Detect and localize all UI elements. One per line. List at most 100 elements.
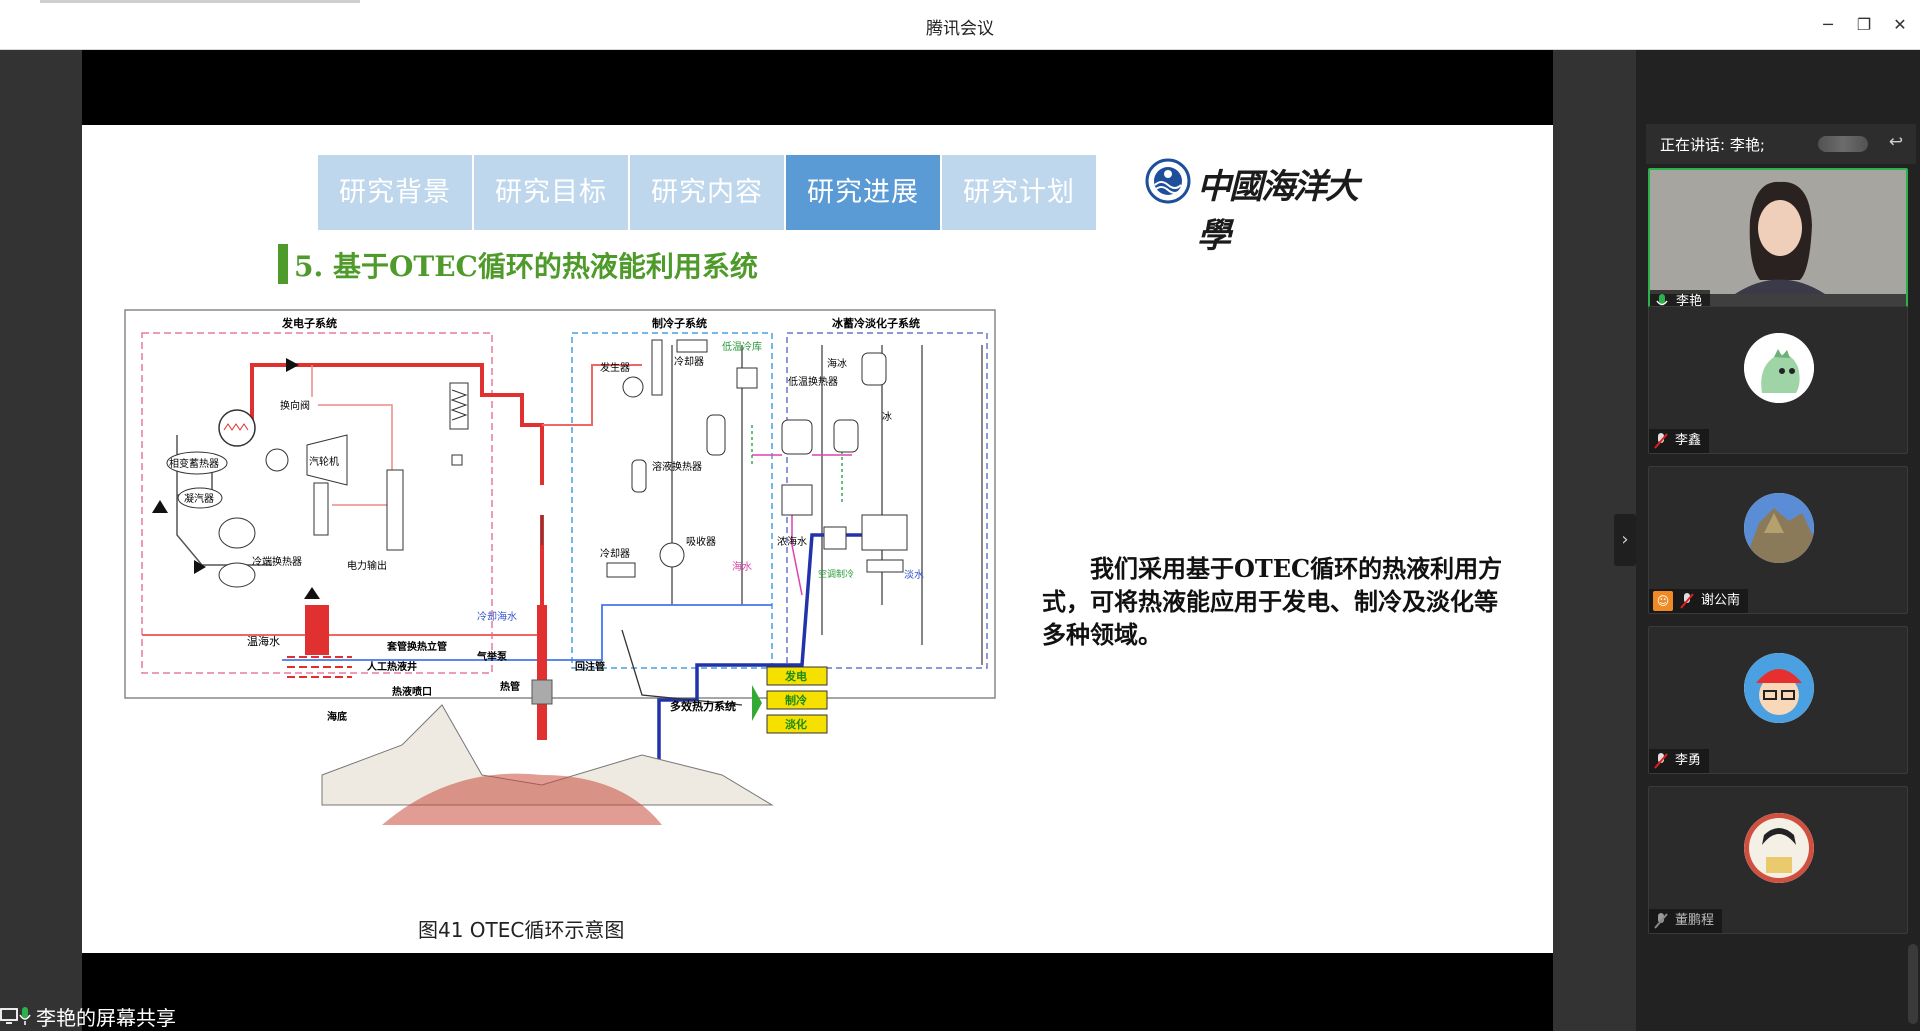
svg-text:发电: 发电 — [784, 669, 807, 683]
figure-caption: 图41 OTEC循环示意图 — [418, 918, 625, 942]
university-logo: 中國海洋大學 — [1145, 153, 1360, 256]
svg-text:低温换热器: 低温换热器 — [788, 375, 838, 388]
solution-exchanger — [631, 459, 647, 493]
mineral-separator — [451, 454, 463, 466]
participant-video-feed — [1650, 170, 1906, 294]
svg-text:回注管: 回注管 — [575, 660, 605, 673]
university-name: 中國海洋大學 — [1197, 167, 1359, 256]
warm-water-tank — [305, 605, 329, 655]
svg-text:冷却海水: 冷却海水 — [477, 610, 517, 623]
slide-tab-content: 研究内容 — [630, 155, 784, 230]
label-power-subsystem: 发电子系统 — [281, 316, 337, 330]
green-lines — [751, 425, 843, 505]
output-arrow — [752, 685, 762, 721]
blue-return — [282, 604, 772, 661]
diagram-frame — [124, 309, 996, 699]
collapse-sidebar-button[interactable]: › — [1614, 514, 1636, 566]
power-loop — [311, 365, 393, 506]
gas-lift-pump — [531, 679, 553, 705]
minimize-button[interactable]: ─ — [1823, 15, 1833, 34]
evaporator — [706, 414, 726, 456]
window-title: 腾讯会议 — [926, 19, 994, 39]
participant-name: 董鹏程 — [1675, 913, 1715, 928]
svg-text:冷却器: 冷却器 — [674, 355, 704, 368]
pump-3 — [194, 560, 206, 574]
participant-tile[interactable]: 董鹏程 — [1648, 786, 1908, 934]
label-desal-subsystem: 冰蓄冷淡化子系统 — [832, 316, 920, 330]
svg-text:相变蓄热器: 相变蓄热器 — [169, 457, 219, 470]
generator-vessel — [622, 376, 644, 398]
slide-heading: 5. 基于OTEC循环的热液能利用系统 — [294, 250, 758, 283]
reverse-osmosis — [866, 559, 904, 573]
svg-text:人工热液井: 人工热液井 — [367, 660, 417, 673]
avatar — [1744, 333, 1814, 403]
participant-tile[interactable]: 李勇 — [1648, 626, 1908, 774]
mic-muted-icon — [1680, 593, 1694, 609]
return-icon[interactable]: ↩ — [1888, 132, 1904, 152]
svg-text:温海水: 温海水 — [247, 634, 280, 648]
screen-share-icon — [0, 1008, 18, 1024]
sidebar-scrollbar[interactable] — [1908, 944, 1918, 1024]
svg-text:汽轮机: 汽轮机 — [309, 455, 339, 468]
svg-text:冰: 冰 — [882, 410, 892, 423]
close-button[interactable]: ✕ — [1893, 15, 1907, 34]
host-badge-icon: ☺ — [1653, 591, 1673, 611]
svg-text:冷却器: 冷却器 — [600, 547, 630, 560]
internal-pipes — [541, 345, 983, 665]
slide-tab-plan: 研究计划 — [942, 155, 1096, 230]
power-subsystem-frame — [141, 332, 493, 674]
avatar — [1744, 813, 1814, 883]
title-bar: 腾讯会议 ─ ❐ ✕ — [0, 0, 1920, 50]
svg-text:低温冷库: 低温冷库 — [722, 340, 762, 353]
pump-4 — [304, 587, 320, 599]
otec-system-diagram: 发电子系统 制冷子系统 冰蓄冷淡化子系统 相变蓄热器 凝汽器 汽轮机 换向阀 冷… — [124, 309, 996, 825]
heat-exchanger — [218, 517, 256, 549]
participant-nameplate: 李勇 — [1649, 749, 1710, 773]
svg-text:电力输出: 电力输出 — [347, 559, 387, 572]
svg-text:空调制冷: 空调制冷 — [818, 568, 854, 580]
slide-tab-progress: 研究进展 — [786, 155, 940, 230]
pump-1 — [152, 500, 168, 513]
participant-name: 李艳 — [1676, 294, 1703, 309]
condenser-top — [676, 339, 708, 353]
output-desal — [766, 714, 828, 734]
svg-text:海冰: 海冰 — [827, 357, 847, 370]
generator — [265, 448, 289, 472]
svg-text:气举泵: 气举泵 — [476, 650, 508, 663]
mountain-avatar-icon — [1744, 493, 1814, 563]
participant-tile[interactable]: ☺ 谢公南 — [1648, 466, 1908, 614]
mic-muted-icon — [1654, 753, 1668, 769]
svg-text:吸收器: 吸收器 — [686, 535, 716, 548]
air-conditioning — [823, 526, 847, 550]
participant-tile[interactable]: 李鑫 — [1648, 306, 1908, 454]
coil-symbol — [223, 423, 249, 431]
cold-storage — [736, 367, 758, 389]
avatar — [1744, 653, 1814, 723]
pump-2 — [286, 358, 299, 372]
participant-tile-video[interactable]: 李艳 — [1648, 168, 1908, 316]
svg-text:凝汽器: 凝汽器 — [184, 492, 214, 505]
low-temp-exchanger — [781, 419, 813, 455]
slide-tab-goals: 研究目标 — [474, 155, 628, 230]
phase-change-regenerator — [166, 451, 228, 475]
university-seal-icon — [1145, 158, 1191, 204]
participant-nameplate: ☺ 谢公南 — [1649, 589, 1749, 613]
label-cooling-subsystem: 制冷子系统 — [652, 316, 707, 330]
maximize-button[interactable]: ❐ — [1856, 15, 1872, 34]
inner-controller — [313, 482, 329, 536]
svg-text:热液喷口: 热液喷口 — [392, 685, 432, 698]
leader-line — [621, 629, 743, 706]
dinosaur-avatar-icon — [1744, 333, 1814, 403]
svg-text:多效热力系统: 多效热力系统 — [670, 699, 736, 713]
svg-text:冷端换热器: 冷端换热器 — [252, 555, 302, 568]
screen-share-bar: 李艳的屏幕共享 — [0, 1004, 176, 1030]
participant-name: 李鑫 — [1675, 433, 1702, 448]
participant-nameplate: 董鹏程 — [1649, 909, 1723, 933]
rectifier — [651, 339, 663, 396]
svg-text:海底: 海底 — [327, 710, 347, 723]
cooling-subsystem-frame — [571, 332, 773, 669]
regenerator — [218, 409, 256, 447]
heading-accent — [278, 244, 288, 284]
screen-share-label: 李艳的屏幕共享 — [36, 1005, 176, 1030]
slide-tab-background: 研究背景 — [318, 155, 472, 230]
